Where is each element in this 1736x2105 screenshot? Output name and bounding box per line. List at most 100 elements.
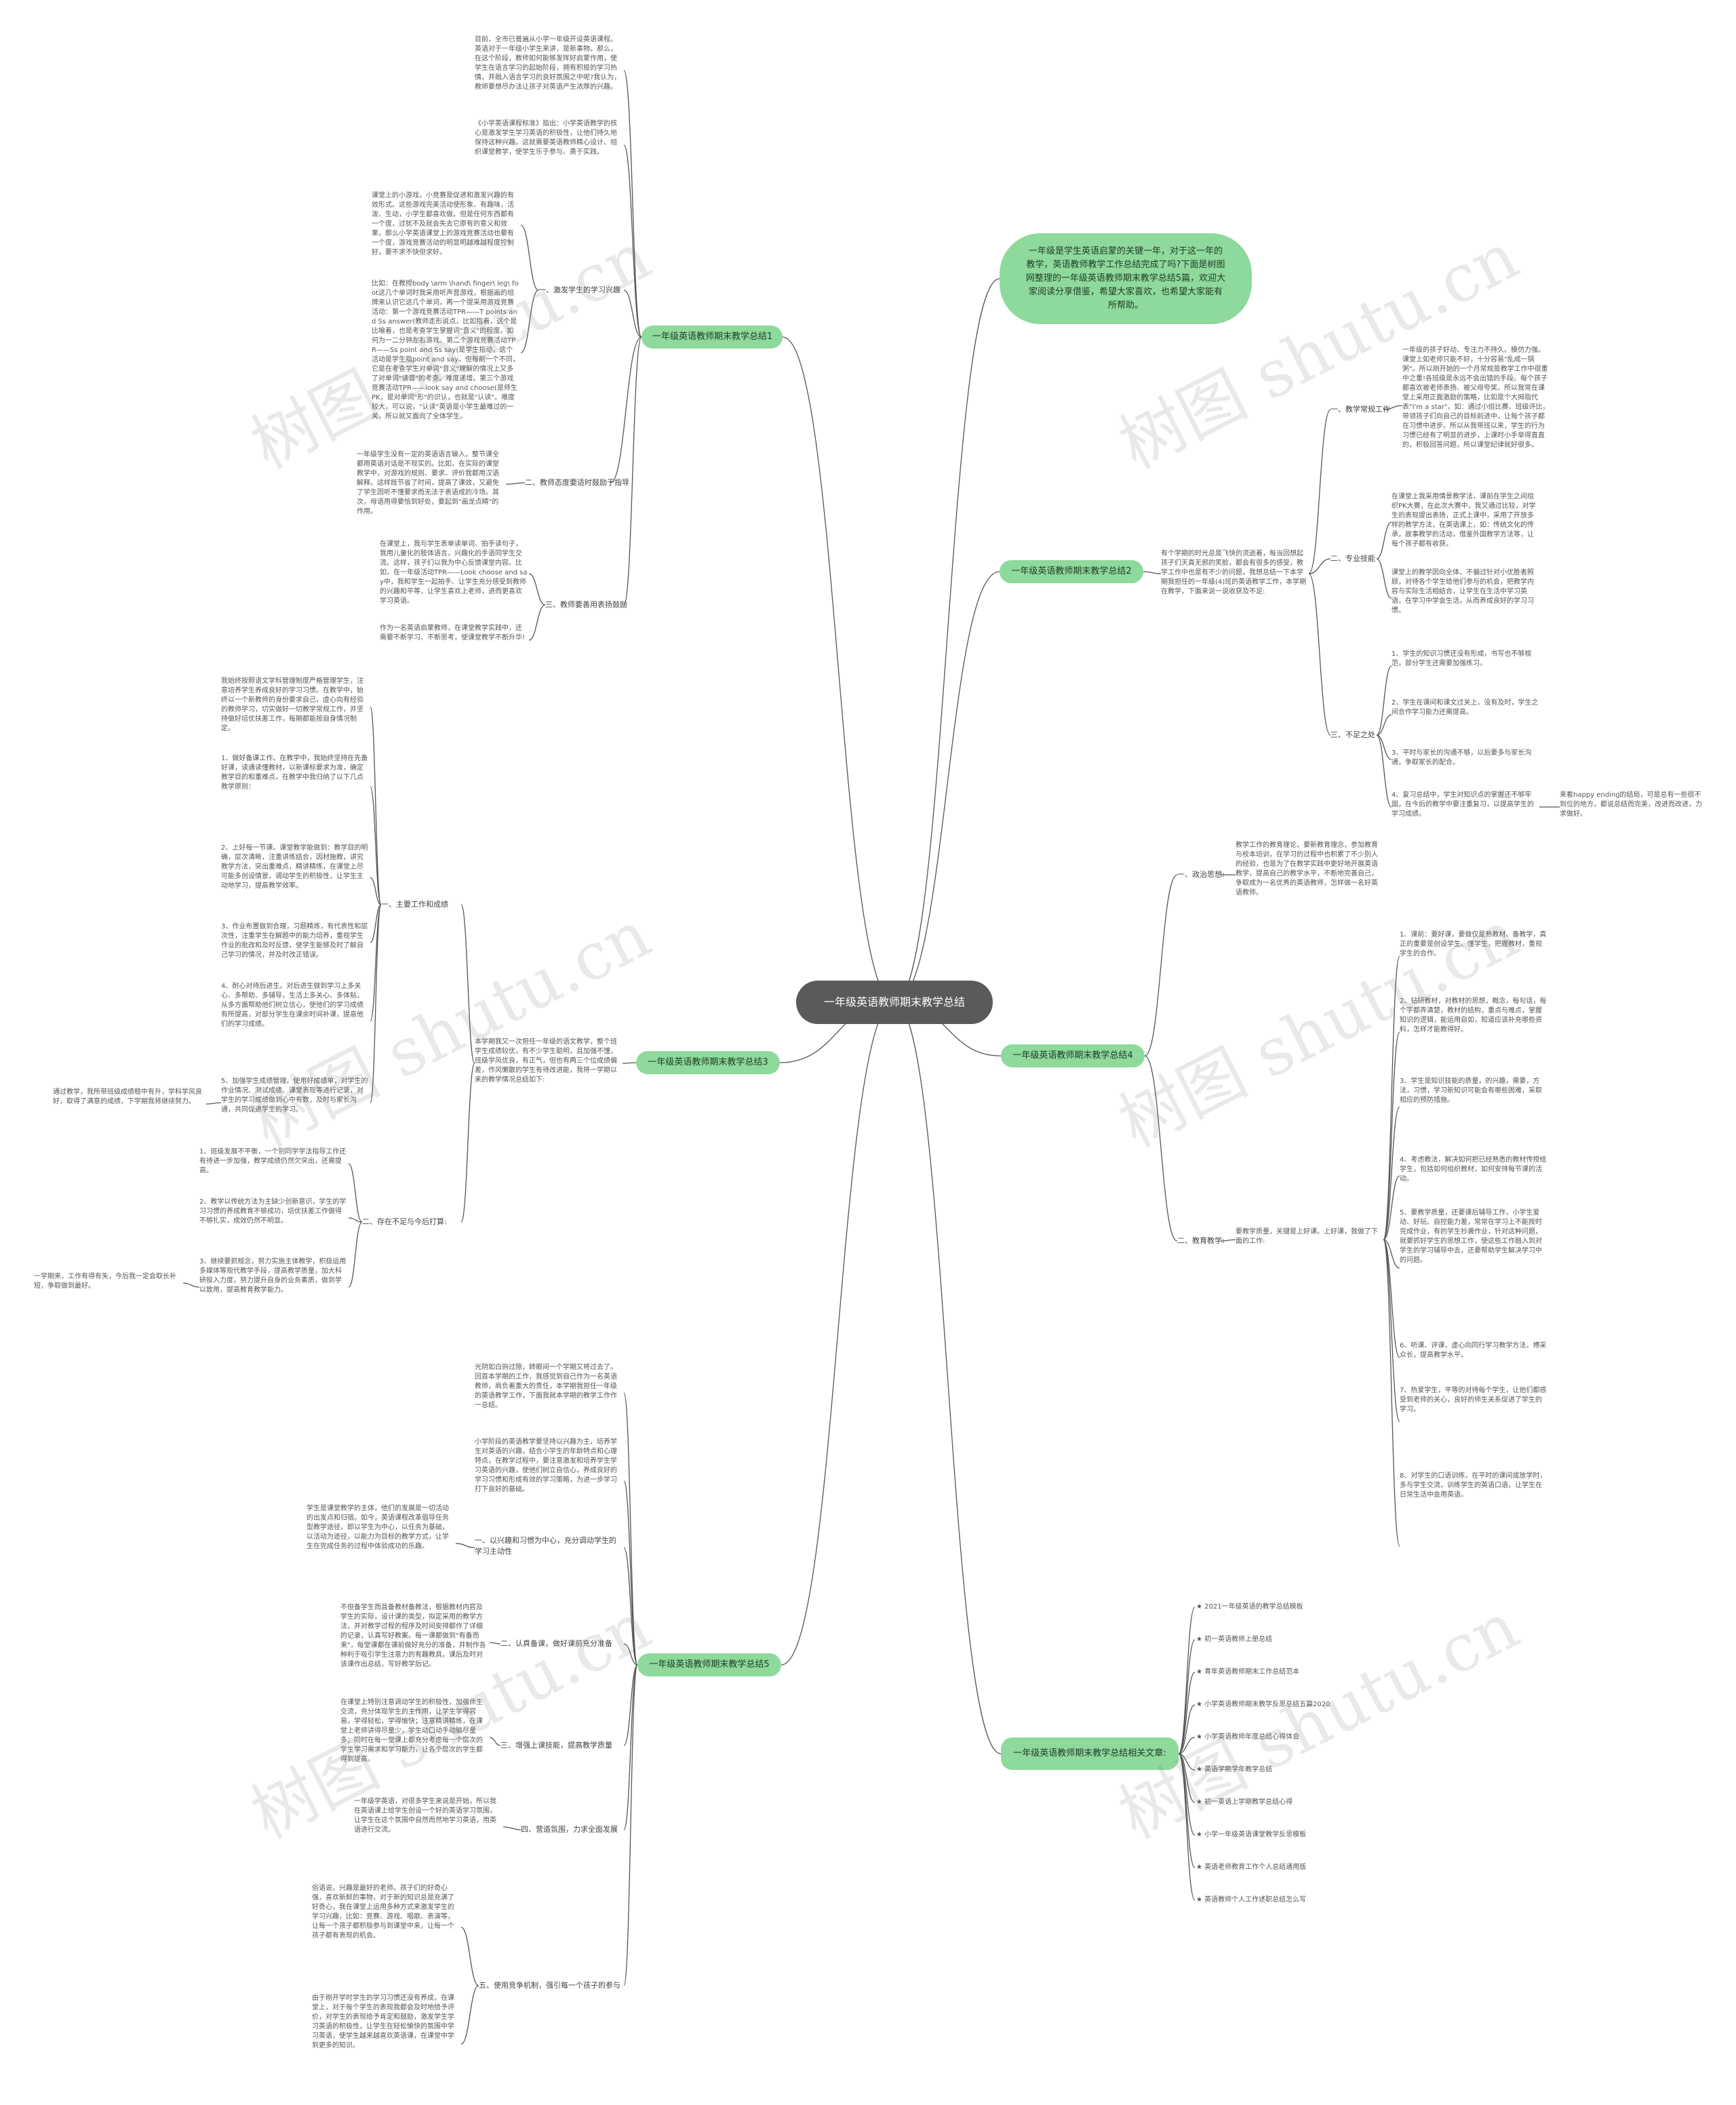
connector-line bbox=[489, 1737, 501, 1746]
branch-related-articles[interactable]: 一年级英语教师期末教学总结相关文章: bbox=[1001, 1737, 1179, 1770]
b4-s2-text-d: 4、考虑教法，解决如何把已经熟悉的教材传授给学生，包括如何组织教材，如何安排每节… bbox=[1400, 1156, 1547, 1183]
connector-line bbox=[1178, 1753, 1196, 1901]
b5-s5-text-b: 由于刚开学时学生的学习习惯还没有养成，在课堂上，对于每个学生的表现我都会及时地给… bbox=[312, 1994, 454, 2049]
connector-line bbox=[520, 224, 539, 291]
connector-line bbox=[1220, 1239, 1236, 1242]
b2-s3-note: 来看happy ending的结局，可是总有一些很不到位的地方，都说总结而完美，… bbox=[1560, 791, 1702, 818]
b4-s1-text: 教学工作的教育理论，要新教育理念，参加教育与校本培训，在学习的过程中也积累了不少… bbox=[1236, 842, 1378, 897]
b1-s1-text-b: 比如：在教授body \arm \hand\ finger\ leg\ foot… bbox=[372, 280, 519, 420]
b1-intro-text-1: 目前，全市已普遍从小学一年级开设英语课程。英语对于一年级小学生来讲，是新事物。那… bbox=[475, 36, 621, 91]
connector-line bbox=[348, 1221, 363, 1288]
b5-intro-text-1: 光阴如白驹过隙，转眼间一个学期又将过去了。回首本学期的工作，我感觉到自己作为一名… bbox=[475, 1364, 617, 1409]
b3-s2-text-b: 2、教学以传统方法为主缺少创新意识，学生的学习习惯的养成教育不够成功，培优扶差工… bbox=[199, 1198, 347, 1225]
connector-line bbox=[623, 1664, 638, 1746]
connector-line bbox=[460, 1927, 479, 1986]
connector-line bbox=[623, 1664, 638, 1986]
connector-line bbox=[528, 604, 546, 641]
b1-s3-text-b: 作为一名英语启蒙教师，在课堂教学实践中，还需要不断学习、不断思考，使课堂教学不断… bbox=[380, 625, 526, 642]
related-link[interactable]: ★ 小学英语教师年度总结心得体会 bbox=[1196, 1733, 1300, 1741]
connector-line bbox=[894, 1002, 1002, 1754]
b1-s3-text-a: 在课堂上，我与学生表单读单词、拍手读句子，我用儿童化的肢体语言，兴趣化的手语同学… bbox=[380, 540, 528, 605]
connector-line bbox=[505, 482, 526, 485]
branch-summary-4[interactable]: 一年级英语教师期末教学总结4 bbox=[1001, 1044, 1145, 1067]
related-link[interactable]: ★ 小学一年级英语课堂教学反思模板 bbox=[1196, 1831, 1307, 1838]
b1-subtopic-1[interactable]: 一、激发学生的学习兴趣 bbox=[538, 286, 620, 294]
connector-line bbox=[623, 1664, 638, 1830]
related-link[interactable]: ★ 初一英语上学期教学总结心得 bbox=[1196, 1798, 1293, 1806]
connector-line bbox=[623, 144, 642, 338]
related-link[interactable]: ★ 初一英语教师上册总结 bbox=[1196, 1636, 1273, 1643]
connector-line bbox=[1383, 1239, 1400, 1358]
b1-s1-text-a: 课堂上的小游戏，小竞赛是促进和激发兴趣的有效形式。这些游戏完美活动使形象、有趣味… bbox=[372, 192, 514, 256]
b1-subtopic-3[interactable]: 三、教师要善用表扬鼓励 bbox=[545, 600, 627, 609]
connector-line bbox=[1143, 571, 1162, 574]
connector-line bbox=[1376, 558, 1392, 599]
b3-intro-text: 我始终按照语文学科管理制度严格管理学生，注意培养学生养成良好的学习习惯。在教学中… bbox=[221, 677, 363, 732]
connector-line bbox=[460, 1063, 475, 1223]
b5-subtopic-5[interactable]: 五、使用竞争机制，强引每一个孩子的参与 bbox=[479, 1981, 620, 1990]
connector-line bbox=[1308, 558, 1331, 574]
b5-subtopic-2[interactable]: 二、认真备课，做好课前充分准备 bbox=[500, 1639, 612, 1648]
branch-summary-1[interactable]: 一年级英语教师期末教学总结1 bbox=[642, 326, 783, 349]
connector-line bbox=[1308, 573, 1331, 736]
connector-line bbox=[1178, 1753, 1196, 1868]
b2-subtopic-3[interactable]: 三、不足之处 bbox=[1330, 730, 1375, 739]
b1-s2-text: 一年级学生没有一定的英语语言输入，整节课全都用英语对话是不现实的。比如，在实际的… bbox=[357, 451, 499, 515]
connector-line bbox=[370, 706, 382, 905]
related-link[interactable]: ★ 小学英语教师期末教学反思总结五篇2020 bbox=[1196, 1701, 1330, 1708]
connector-line bbox=[1144, 1055, 1178, 1242]
connector-line bbox=[460, 1985, 479, 2045]
b4-subtopic-2[interactable]: 二、教育教学: bbox=[1177, 1236, 1225, 1245]
connector-line bbox=[1376, 665, 1392, 736]
b4-s2-text-e: 5、要教学质量，还要课后辅导工作，小学生爱动、好玩、自控能力差，常常在学习上不能… bbox=[1400, 1209, 1542, 1264]
related-link[interactable]: ★ 英语老师教育工作个人总结通用版 bbox=[1196, 1864, 1307, 1871]
related-link[interactable]: ★ 英语教师个人工作述职总结怎么写 bbox=[1196, 1896, 1307, 1904]
connector-line bbox=[370, 877, 382, 905]
connector-line bbox=[623, 1480, 638, 1666]
b5-s4-text: 一年级学英语，对很多学生来说是开始，所以我在英语课上给学生创设一个好的英语学习氛… bbox=[354, 1798, 496, 1834]
connector-line bbox=[1178, 1672, 1196, 1754]
b4-s2-text-h: 8、对学生的口语训练，在平时的课间或放学时，多与学生交流，训练学生的英语口语，让… bbox=[1400, 1472, 1547, 1499]
connector-line bbox=[894, 278, 1000, 1003]
b3-subtopic-2[interactable]: 二、存在不足与今后打算: bbox=[362, 1217, 447, 1226]
connector-line bbox=[370, 904, 382, 1022]
b4-s2-text-b: 2、钻研教材，对教材的思想，概念，每句话，每个字都弄清楚，教材的结构，重点与难点… bbox=[1400, 998, 1547, 1034]
connector-line bbox=[623, 1643, 638, 1666]
b5-s5-text-a: 俗语说，兴趣是最好的老师。孩子们的好奇心强，喜欢新鲜的事物，对于新的知识总是充满… bbox=[312, 1885, 454, 1940]
b1-subtopic-2[interactable]: 二、教师态度要适时鼓励于指导 bbox=[525, 478, 629, 487]
b2-subtopic-1[interactable]: 一、教学常规工作 bbox=[1330, 405, 1390, 414]
connector-line bbox=[1178, 1753, 1196, 1803]
intro-node[interactable]: 一年级是学生英语启蒙的关键一年，对于这一年的教学，英语教师教学工作总结完成了吗?… bbox=[1000, 233, 1252, 324]
b5-subtopic-3[interactable]: 三、增强上课技能，提高教学质量 bbox=[500, 1741, 612, 1750]
b2-s3-text-d: 4、复习总结中，学生对知识点的掌握还不够牢固，在今后的教学中要注重复习，以提高学… bbox=[1392, 791, 1534, 818]
b4-subtopic-1[interactable]: 一、政治思想: bbox=[1177, 870, 1225, 879]
connector-line bbox=[623, 290, 642, 338]
connector-line bbox=[623, 70, 642, 338]
b3-subtopic-1[interactable]: 一、主要工作和成绩 bbox=[381, 900, 448, 909]
b5-subtopic-1[interactable]: 一、以兴趣和习惯为中心，充分调动学生的学习主动性 bbox=[475, 1536, 616, 1556]
b3-s1-text-d: 4、耐心对待后进生。对后进生做到学习上多关心、多帮助、多辅导，生活上多关心、多体… bbox=[221, 983, 363, 1028]
b5-s2-text: 不但备学生而且备教材备教法，根据教材内容及学生的实际，设计课的类型，拟定采用的教… bbox=[340, 1604, 486, 1668]
central-topic[interactable]: 一年级英语教师期末教学总结 bbox=[796, 981, 993, 1024]
branch-summary-5[interactable]: 一年级英语教师期末教学总结5 bbox=[637, 1653, 781, 1676]
connector-line bbox=[455, 1543, 475, 1548]
branch-summary-3[interactable]: 一年级英语教师期末教学总结3 bbox=[636, 1051, 780, 1074]
branch-summary-2[interactable]: 一年级英语教师期末教学总结2 bbox=[1000, 560, 1143, 583]
b2-s2-text-b: 课堂上的教学因向全体，不偏过针对小优胜者照顾，对待各个学生给他们参与的机会，把教… bbox=[1392, 569, 1534, 614]
connector-line bbox=[1383, 956, 1400, 1240]
related-link[interactable]: ★ 英语学期学年教学总结 bbox=[1196, 1766, 1273, 1773]
b3-root-text: 本学期我又一次担任一年级的语文教学，整个班学生成绩较优，有不少学生聪明，且加强不… bbox=[475, 1038, 617, 1084]
b3-s2-text-a: 1、班级发展不平衡，一个别同学学法指导工作还有待进一步加强，教学成绩仍然欠突出，… bbox=[199, 1148, 347, 1175]
related-link[interactable]: ★ 青年英语教师期末工作总结范本 bbox=[1196, 1668, 1300, 1676]
b2-subtopic-2[interactable]: 二、专业技能 bbox=[1330, 554, 1375, 563]
connector-line bbox=[370, 904, 382, 943]
connector-line bbox=[1383, 1239, 1400, 1269]
b5-subtopic-4[interactable]: 四、营造氛围，力求全面发展 bbox=[521, 1825, 618, 1834]
b5-s1-text: 学生是课堂教学的主体，他们的发展是一切活动的出发点和归宿。如今，英语课程改革倡导… bbox=[307, 1505, 449, 1550]
connector-line bbox=[623, 1547, 638, 1666]
connector-line bbox=[1178, 1639, 1196, 1754]
connector-line bbox=[348, 1217, 363, 1223]
related-link[interactable]: ★ 2021一年级英语的教学总结模板 bbox=[1196, 1603, 1303, 1611]
